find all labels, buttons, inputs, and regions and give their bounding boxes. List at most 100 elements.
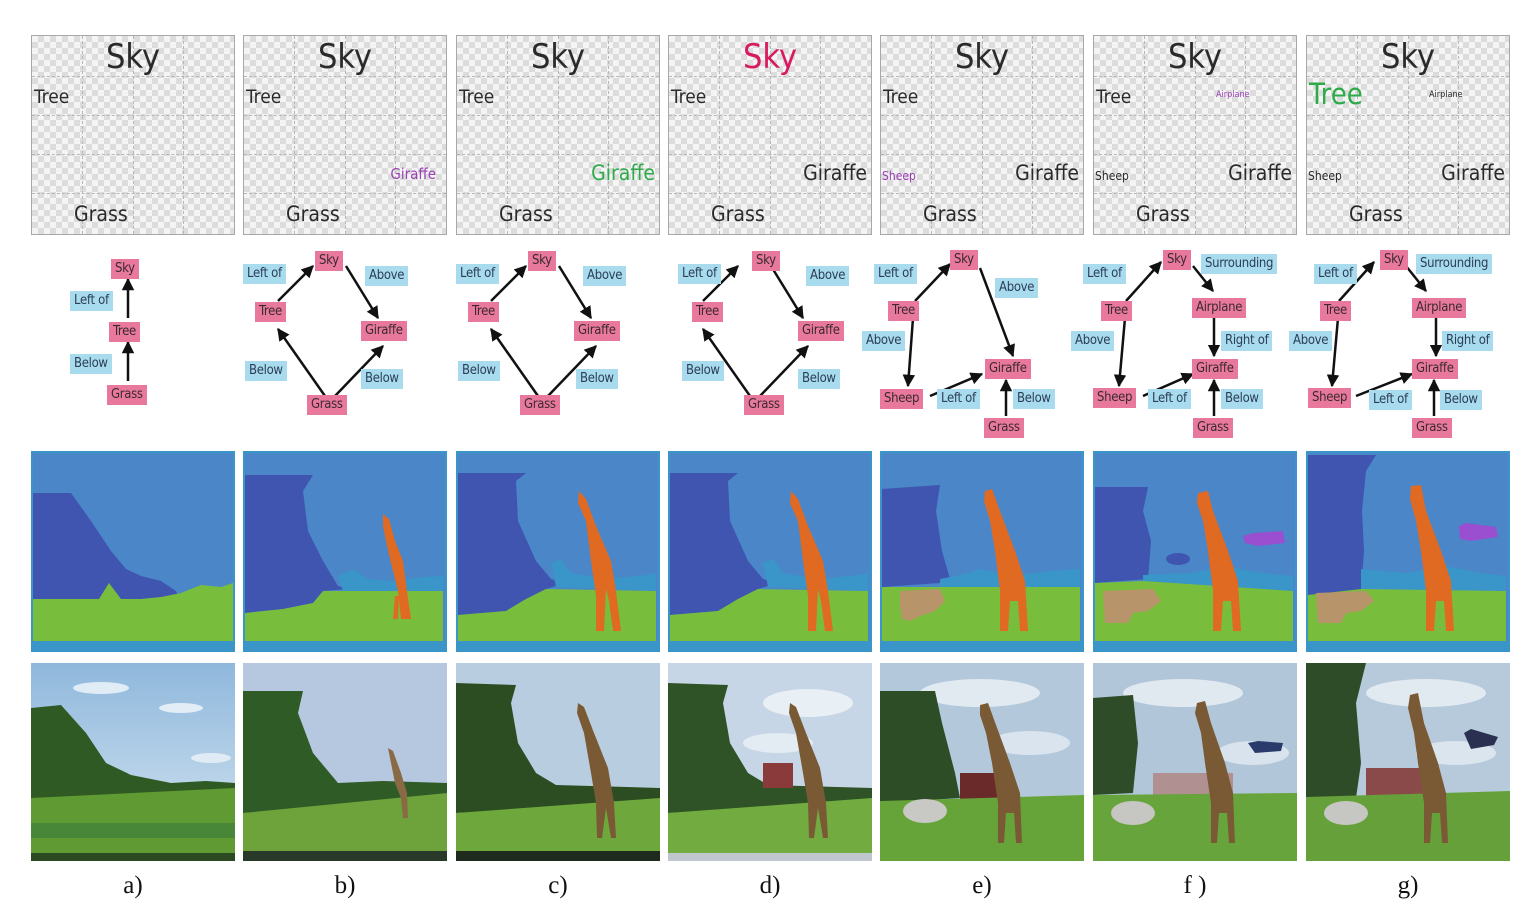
layout-label-giraffe: Giraffe [1015, 161, 1079, 185]
layout-canvas: Sky Tree Giraffe Grass [243, 35, 447, 235]
seg-tree [670, 473, 778, 615]
layout-canvas: Sky Tree Giraffe Grass [456, 35, 660, 235]
node-grass: Grass [520, 395, 560, 415]
relation-below: Below [1221, 389, 1263, 409]
relation-above: Above [583, 266, 627, 286]
layout-label-sheep: Sheep [882, 169, 916, 183]
scene-graph: Sky Left of Surrounding Tree Airplane Ab… [1289, 246, 1510, 442]
seg-tree [458, 473, 566, 615]
panel-caption: d) [759, 872, 781, 899]
edge [914, 263, 951, 302]
node-tree: Tree [255, 302, 286, 322]
segmentation-map [668, 451, 872, 652]
seg-grass [670, 589, 868, 647]
giraffe [980, 703, 1022, 843]
node-airplane: Airplane [1192, 298, 1247, 318]
scene-graph: Sky Left of Above Tree Giraffe Below Bel… [243, 246, 447, 442]
seg-giraffe [790, 491, 833, 631]
edge [701, 327, 752, 397]
layout-label-tree: Tree [1309, 77, 1363, 111]
panel-d: Sky Tree Giraffe Grass Sky Left of Above… [668, 0, 872, 914]
panel-f: Sky Tree Airplane Sheep Giraffe Grass Sk… [1071, 0, 1297, 914]
edge [1113, 317, 1127, 388]
node-sheep: Sheep [1093, 388, 1137, 408]
layout-label-sky: Sky [105, 37, 161, 77]
edge [1192, 265, 1214, 292]
node-grass: Grass [107, 385, 147, 405]
giraffe [789, 703, 828, 838]
edge [1405, 265, 1427, 292]
edge [277, 265, 314, 302]
segmentation-map [880, 451, 1084, 652]
layout-label-tree: Tree [883, 86, 919, 108]
node-airplane: Airplane [1412, 298, 1467, 318]
relation-above: Above [1289, 331, 1333, 351]
airplane [1464, 729, 1498, 749]
layout-label-giraffe: Giraffe [390, 165, 436, 183]
generated-image [31, 663, 235, 861]
edge [490, 265, 527, 302]
panel-e: Sky Tree Sheep Giraffe Grass Sky Left of… [862, 0, 1084, 914]
giraffe [1408, 693, 1448, 843]
layout-label-grass: Grass [1136, 202, 1190, 226]
edge [344, 265, 380, 320]
seg-airplane [1243, 531, 1285, 546]
panel-caption: f ) [1183, 872, 1207, 899]
layout-label-sky: Sky [1380, 37, 1436, 77]
node-tree: Tree [1320, 301, 1351, 321]
layout-label-sky: Sky [742, 37, 798, 77]
generated-image [243, 663, 447, 861]
sheep [1324, 801, 1368, 825]
edge [489, 327, 540, 397]
seg-giraffe [578, 491, 621, 631]
seg-sheep [900, 589, 945, 621]
edge [547, 345, 597, 397]
graph-edges [902, 263, 1015, 416]
relation-below: Below [245, 361, 287, 381]
segmentation-map [1093, 451, 1297, 652]
seg-giraffe [984, 489, 1028, 631]
generated-image [880, 663, 1084, 861]
node-giraffe: Giraffe [985, 359, 1031, 379]
edge [1326, 317, 1340, 388]
relation-surrounding: Surrounding [1201, 254, 1278, 274]
layout-label-sky: Sky [1167, 37, 1223, 77]
layout-label-grass: Grass [499, 202, 553, 226]
seg-tree [1308, 455, 1376, 595]
seg-giraffe [1197, 491, 1241, 631]
layout-label-tree: Tree [1096, 86, 1132, 108]
panel-caption: b) [334, 872, 356, 899]
seg-grass [245, 591, 443, 647]
node-giraffe: Giraffe [574, 321, 620, 341]
layout-label-giraffe: Giraffe [591, 161, 655, 185]
layout-canvas: Sky Tree Giraffe Grass [668, 35, 872, 235]
seg-sheep [1103, 589, 1161, 623]
layout-label-grass: Grass [74, 202, 128, 226]
panel-c: Sky Tree Giraffe Grass Sky Left of Above… [456, 0, 660, 914]
node-giraffe: Giraffe [361, 321, 407, 341]
layout-label-sky: Sky [954, 37, 1010, 77]
layout-label-giraffe: Giraffe [1441, 161, 1505, 185]
node-sky: Sky [752, 251, 780, 271]
node-giraffe: Giraffe [798, 321, 844, 341]
relation-left-of: Left of [874, 264, 917, 284]
generated-image [1093, 663, 1297, 861]
edge [1125, 261, 1162, 302]
relation-above: Above [995, 278, 1039, 298]
airplane [1248, 741, 1283, 753]
edge [276, 327, 327, 397]
graph-edges [489, 265, 597, 397]
sheep [1111, 801, 1155, 825]
relation-left-of: Left of [1148, 389, 1191, 409]
seg-sheep [1316, 591, 1374, 623]
node-sky: Sky [950, 250, 978, 270]
edge [769, 265, 805, 320]
node-tree: Tree [1101, 301, 1132, 321]
node-giraffe: Giraffe [1192, 359, 1238, 379]
node-grass: Grass [307, 395, 347, 415]
relation-below: Below [682, 361, 724, 381]
relation-below: Below [798, 369, 840, 389]
scene-graph: Sky Left of Tree Below Grass [31, 246, 235, 442]
node-grass: Grass [984, 418, 1024, 438]
seg-giraffe [383, 514, 411, 619]
